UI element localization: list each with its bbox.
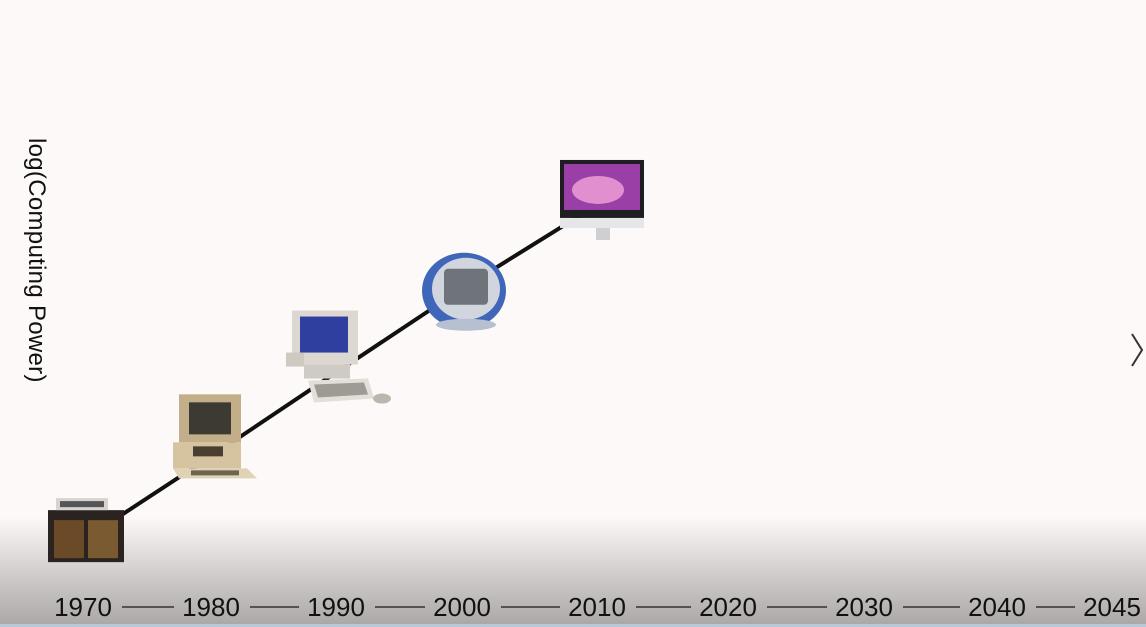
y-axis-label: log(Computing Power) <box>23 138 50 383</box>
x-tick-label: 1980 <box>182 592 240 622</box>
macintosh-classic-icon <box>286 310 391 404</box>
chevron-right-icon[interactable] <box>1130 330 1144 370</box>
x-tick-label: 2030 <box>835 592 893 622</box>
apple-ii-icon <box>173 394 257 479</box>
marker-group <box>48 159 644 563</box>
bottom-shading <box>0 517 1146 627</box>
x-tick-label: 2045 <box>1083 592 1141 622</box>
imac-g3-icon <box>422 252 506 331</box>
x-tick-label: 2010 <box>568 592 626 622</box>
x-axis: 1970 1980 1990 2000 2010 2020 2030 2040 2045 <box>54 592 1141 622</box>
x-tick-label: 2040 <box>968 592 1026 622</box>
x-tick-label: 1970 <box>54 592 112 622</box>
x-tick-label: 1990 <box>307 592 365 622</box>
minicomputer-icon <box>48 498 124 563</box>
x-tick-label: 2020 <box>699 592 757 622</box>
progress-strip <box>0 624 1146 627</box>
x-tick-label: 2000 <box>433 592 491 622</box>
imac-aluminum-icon <box>560 159 644 240</box>
